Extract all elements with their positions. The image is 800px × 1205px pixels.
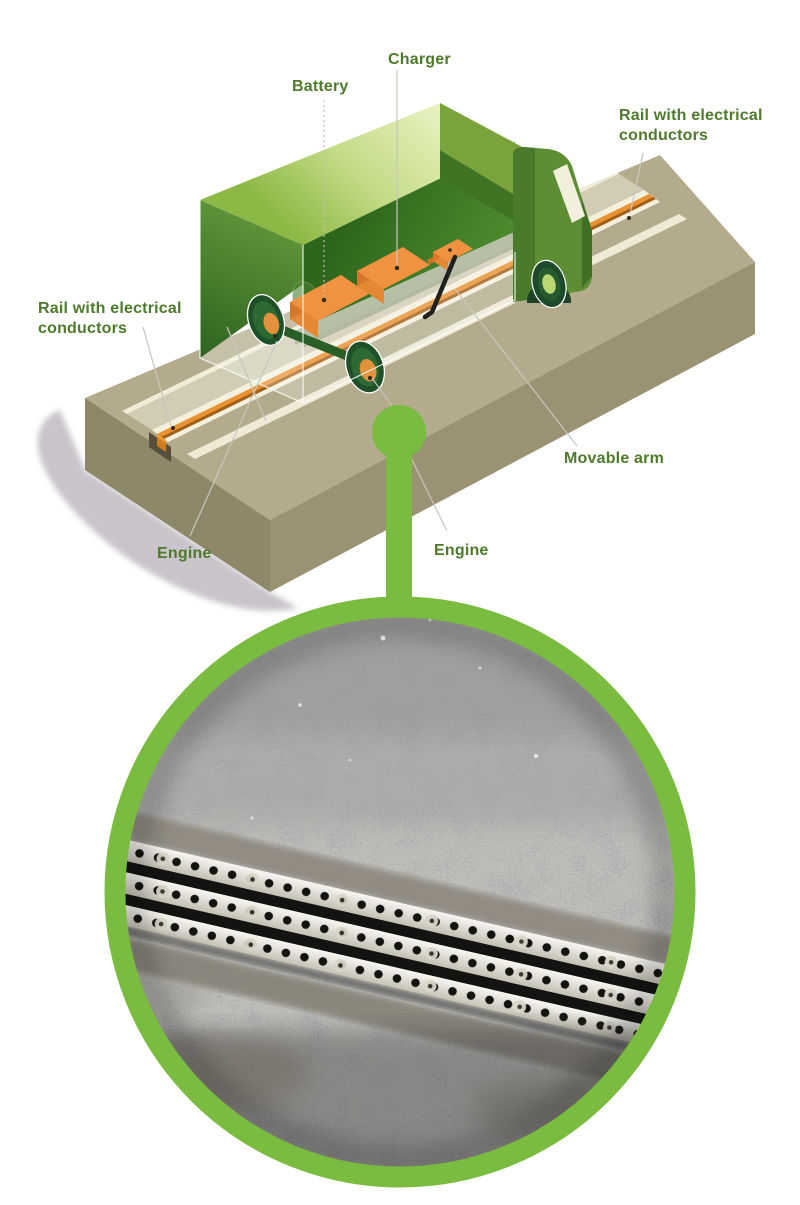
callout-dots [171,216,631,430]
axle [270,322,362,365]
dot-wheel [368,376,372,380]
windshield [553,164,585,223]
road-photo [125,617,675,1167]
movable-arm [422,254,458,320]
leader-engine-left [189,340,278,537]
dot-axle [273,334,277,338]
leader-engine-bottom [409,455,448,532]
leader-rail-right [629,152,644,215]
magnifier [104,405,696,1188]
magnifier-knob [372,405,426,459]
chassis-frame [295,233,512,345]
truck-side-panel [200,200,303,358]
label-battery: Battery [292,78,349,95]
truck-cab [513,147,592,309]
label-charger: Charger [388,51,451,68]
charger-box [357,247,430,304]
label-engine-bottom: Engine [434,542,489,559]
dot-rail-left [171,426,175,430]
label-rail-left: Rail with electrical conductors [38,300,182,338]
leader-lines [142,70,644,537]
dot-rail-right [627,216,631,220]
label-rail-top-right: Rail with electrical conductors [619,107,763,145]
label-engine-left: Engine [157,545,212,562]
pickup-box [433,239,473,271]
truck [199,103,592,404]
slab-left-face [85,398,270,592]
rail-notch [149,432,171,462]
truck-roof [200,103,515,245]
dot-battery [321,297,327,303]
label-movable-arm: Movable arm [564,450,665,467]
magnifier-ring [104,596,696,1188]
dot-pickup [448,248,452,252]
leader-movable-arm [454,288,578,447]
dot-charger [394,265,400,271]
ghost-outline [199,200,516,404]
rear-wheel-left [246,294,286,346]
magnifier-stem [386,430,412,625]
truck-front-panel [440,150,516,222]
front-wheel [531,259,567,309]
ground-shadow [37,410,299,611]
leader-rail-left-b [226,326,267,422]
leader-rail-left-a [142,326,172,427]
